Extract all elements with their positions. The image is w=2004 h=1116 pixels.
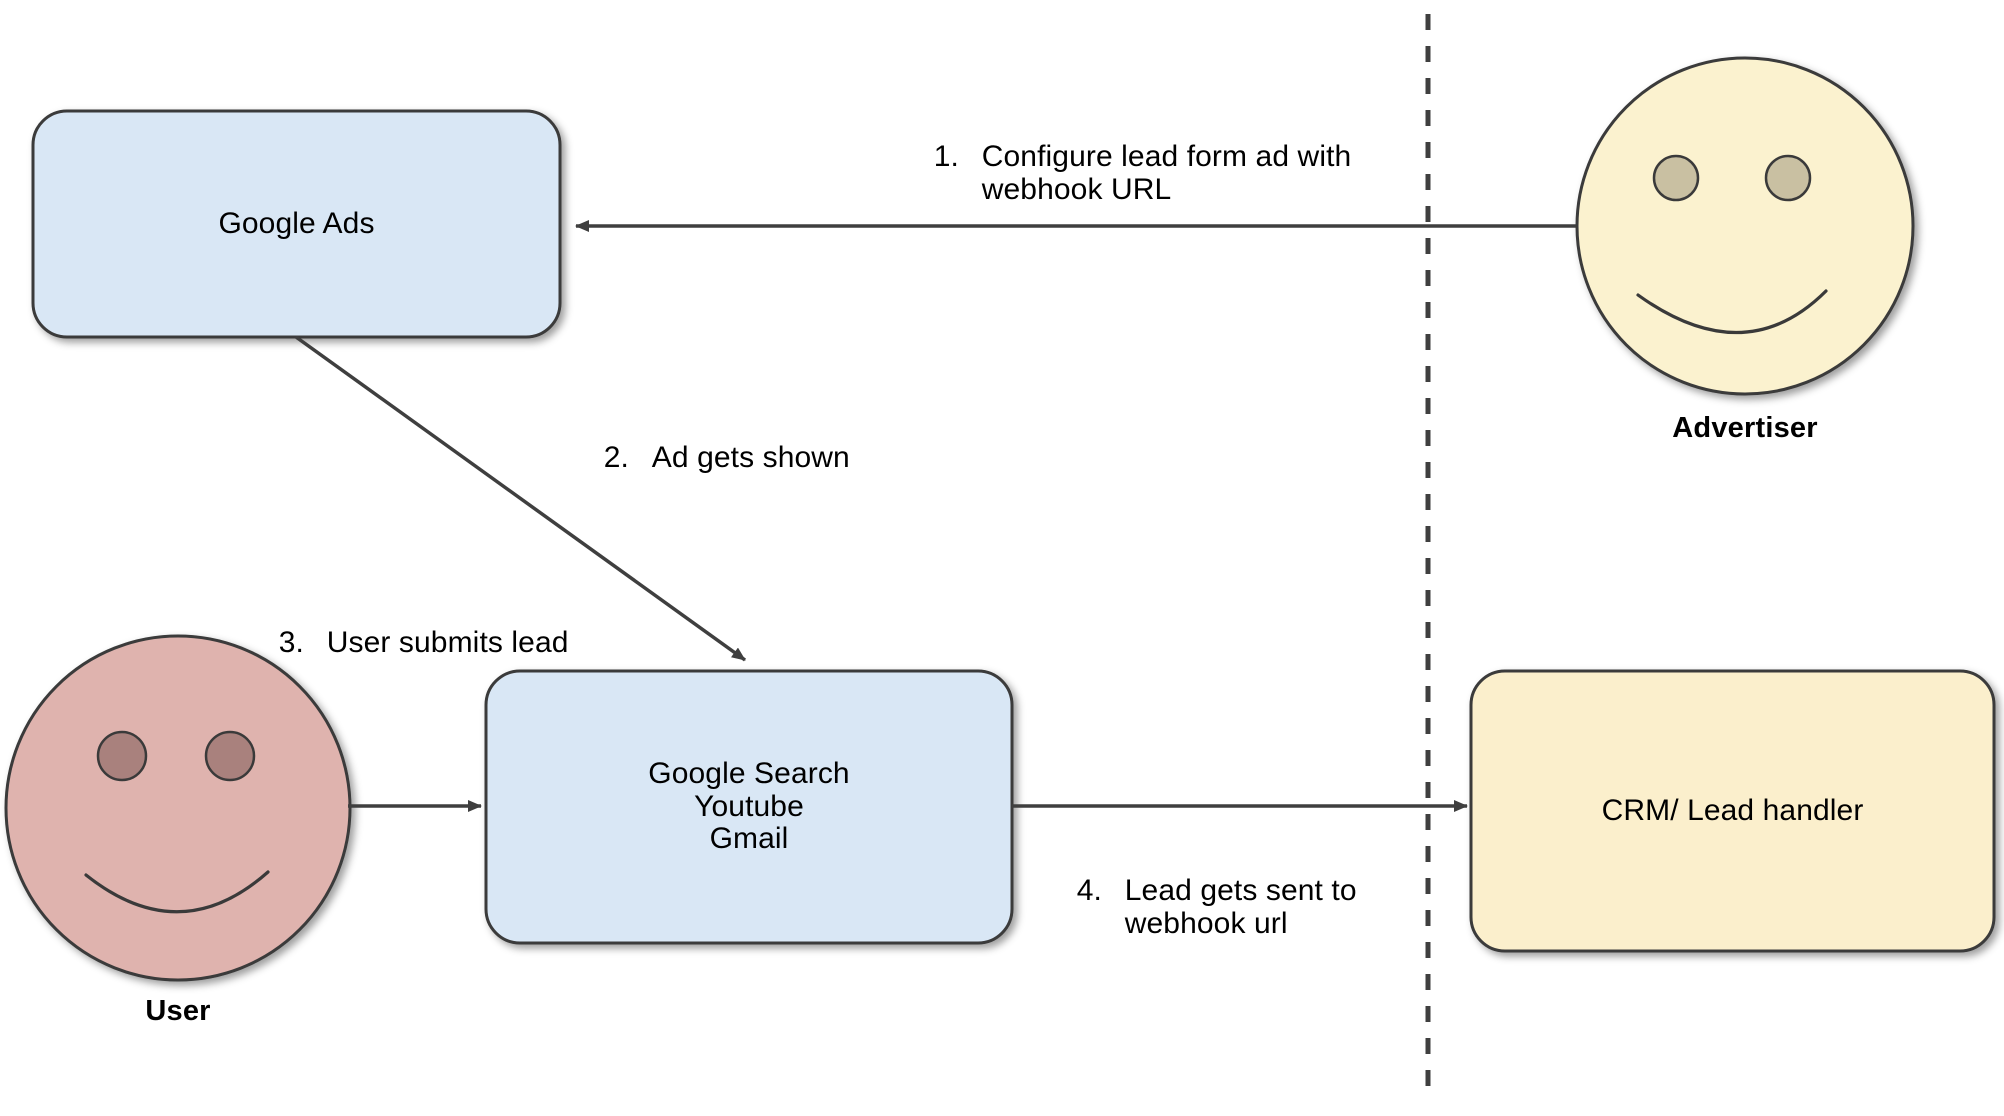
edge-3-text: User submits lead [326,625,569,659]
edge-1-number: 1. [933,139,959,173]
edge-4-number: 4. [1076,873,1102,907]
user-left-eye-icon [96,730,148,782]
actor-user-caption: User [145,995,211,1027]
edge-3-label: 3. User submits lead [245,592,569,693]
node-google-surfaces-shape[interactable] [484,669,1014,945]
advertiser-face-circle [1575,56,1915,396]
edge-2-arrow-google-ads-to-surfaces [294,335,747,662]
edge-1-label: 1. Configure lead form ad with webhook UR… [900,106,1351,240]
advertiser-smile-icon [1636,289,1828,335]
actor-user-shape[interactable] [4,634,352,982]
advertiser-left-eye-icon [1652,154,1700,202]
actor-advertiser-shape[interactable] [1575,56,1915,396]
edge-2-number: 2. [603,440,629,474]
edge-1-text: Configure lead form ad with webhook URL [981,139,1352,207]
user-face-circle [4,634,352,982]
actor-advertiser-caption: Advertiser [1672,412,1818,444]
user-smile-icon [84,870,270,914]
edge-4-text: Lead gets sent to webhook url [1124,873,1357,941]
advertiser-right-eye-icon [1764,154,1812,202]
edge-2-text: Ad gets shown [651,440,850,474]
user-right-eye-icon [204,730,256,782]
edge-3-number: 3. [278,625,304,659]
edge-4-label: 4. Lead gets sent to webhook url [1043,840,1357,974]
node-google-ads-shape[interactable] [31,109,562,339]
edge-2-label: 2. Ad gets shown [570,407,850,508]
node-crm-lead-handler-shape[interactable] [1469,669,1996,953]
